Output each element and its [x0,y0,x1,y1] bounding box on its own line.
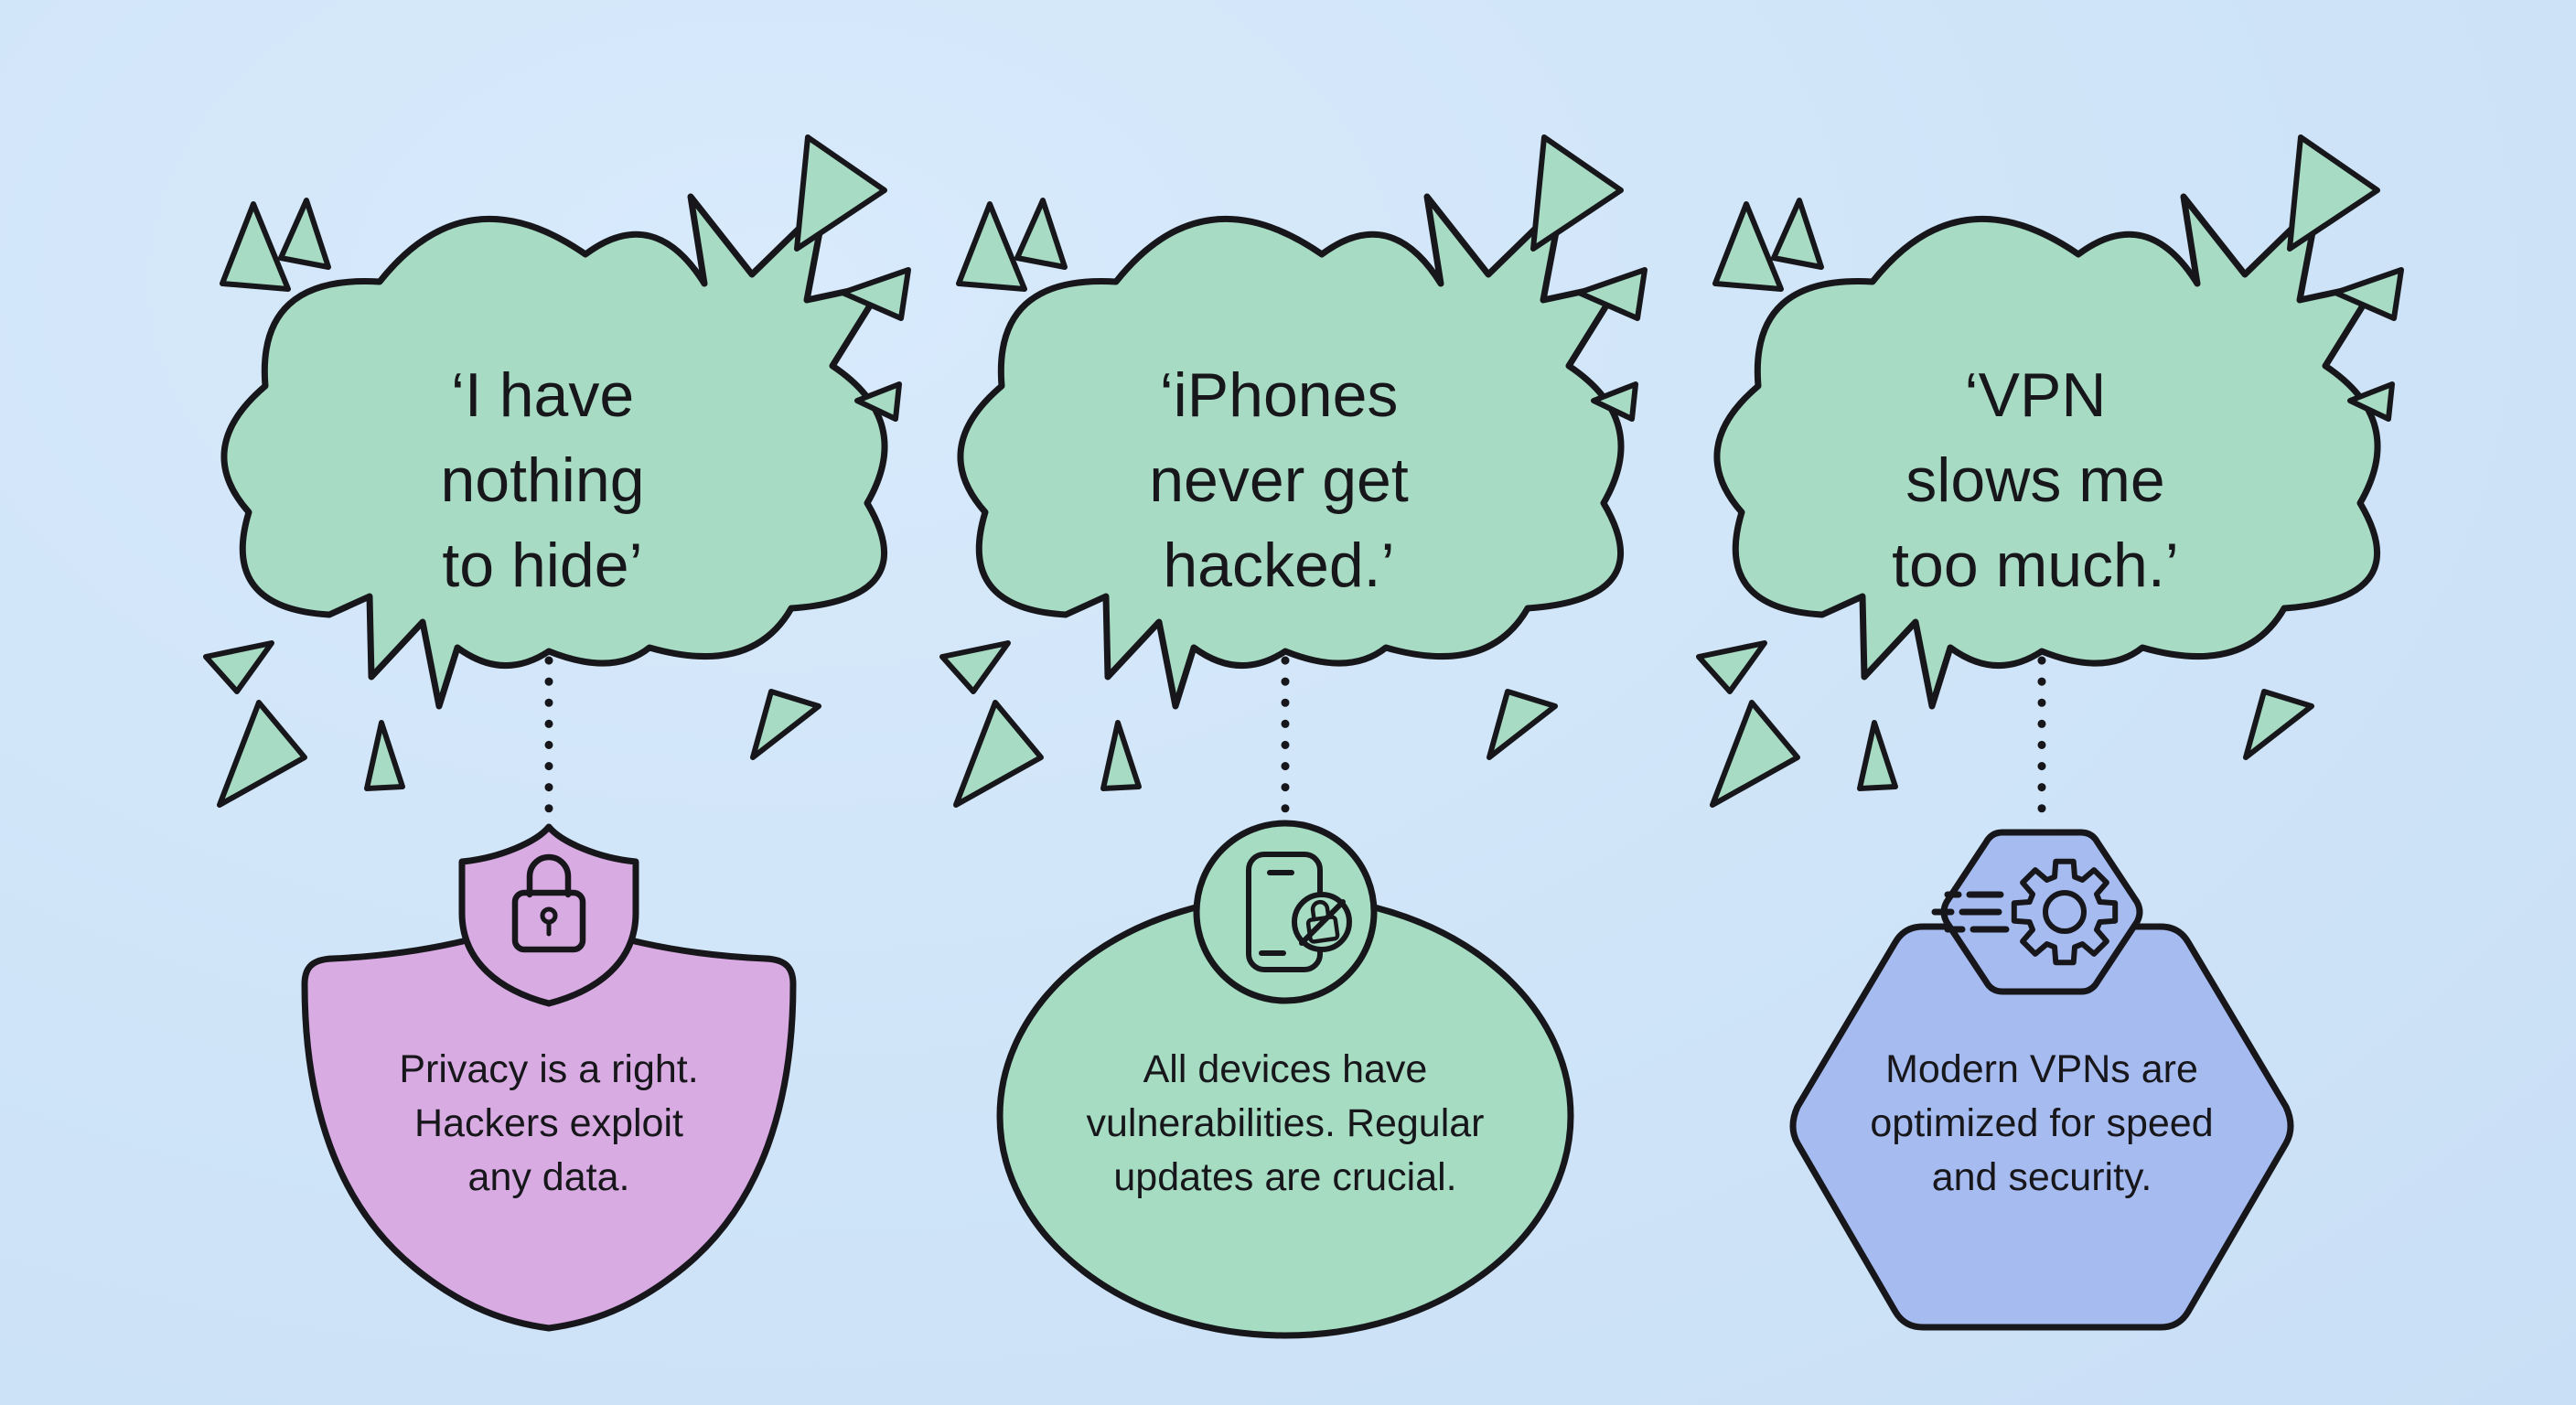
fact-text: Modern VPNs are optimized for speed and … [1870,1047,2213,1199]
speed-lines [1931,891,2010,933]
column-privacy: ‘I have nothing to hide’ Privacy is a ri… [142,110,947,1332]
shield-badge [458,823,639,1007]
myth-line: nothing [440,445,644,515]
fact-line: Modern VPNs are [1885,1047,2198,1091]
myth-line: ‘VPN [1965,360,2107,430]
fact-line: and security. [1932,1155,2152,1199]
myth-line: hacked.’ [1163,531,1394,600]
myth-line: too much.’ [1892,531,2179,600]
myth-line: ‘I have [451,360,634,430]
myth-quote: ‘VPN slows me too much.’ [1892,360,2179,600]
fact-text: Privacy is a right. Hackers exploit any … [399,1047,698,1199]
myth-line: slows me [1905,445,2164,515]
hacked-phone-icon [1246,852,1352,972]
padlock-icon [511,853,586,953]
fact-text: All devices have vulnerabilities. Regula… [1087,1047,1485,1199]
circle-badge [1193,820,1378,1004]
fast-gear-icon [1931,858,2119,966]
fact-line: updates are crucial. [1113,1155,1456,1199]
fact-line: any data. [468,1155,630,1199]
fact-line: vulnerabilities. Regular [1087,1101,1485,1145]
myth-line: never get [1149,445,1409,515]
fact-line: Hackers exploit [414,1101,683,1145]
fact-line: optimized for speed [1870,1101,2213,1145]
myth-line: ‘iPhones [1160,360,1399,430]
myth-quote: ‘I have nothing to hide’ [440,360,644,600]
fact-shield-shape [301,906,797,1332]
fact-line: All devices have [1143,1047,1428,1091]
column-vpn: ‘VPN slows me too much.’ Modern VPNs are… [1635,110,2440,1331]
fact-hexagon-shape [1789,923,2294,1331]
myth-line: to hide’ [442,531,642,600]
fact-line: Privacy is a right. [399,1047,698,1091]
myth-quote: ‘iPhones never get hacked.’ [1149,360,1409,600]
column-iphone: ‘iPhones never get hacked.’ All devices … [878,110,1683,1339]
